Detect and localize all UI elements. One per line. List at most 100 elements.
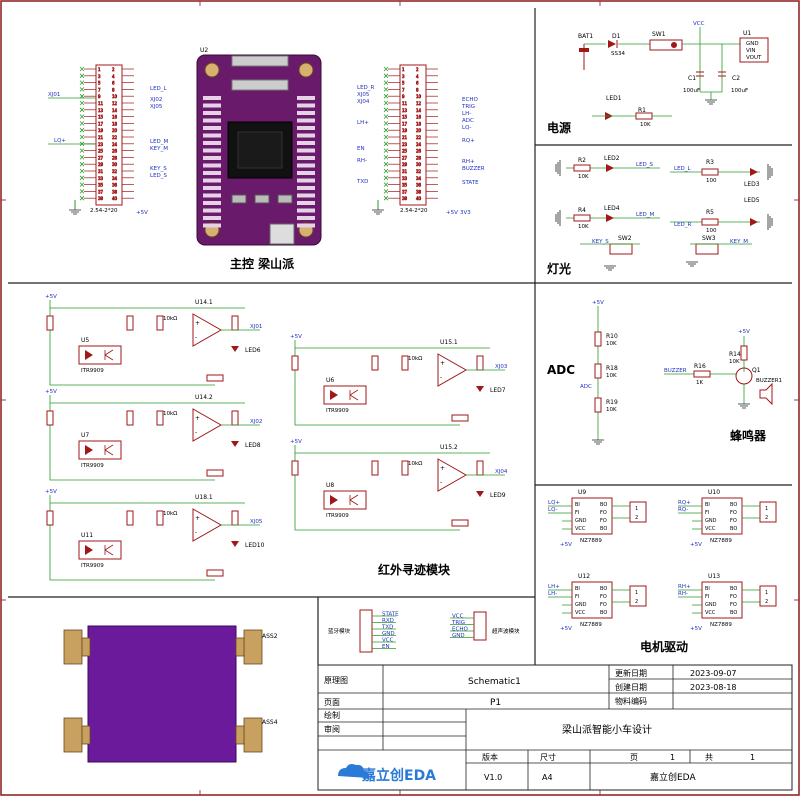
tb-version-label: 版本 bbox=[482, 752, 498, 762]
svg-text:23: 23 bbox=[98, 142, 104, 147]
tb-page-no: 1 bbox=[670, 753, 675, 762]
svg-text:BO: BO bbox=[600, 526, 607, 532]
buzzer-5v: +5V bbox=[738, 329, 750, 335]
svg-text:5: 5 bbox=[402, 81, 405, 86]
tb-page-name: P1 bbox=[490, 698, 501, 708]
svg-text:FO: FO bbox=[600, 602, 607, 608]
net-trig: TRIG bbox=[461, 104, 475, 110]
driver-in-net: LH+ bbox=[548, 584, 560, 590]
driver-ref: U12 bbox=[578, 573, 590, 580]
svg-text:VCC: VCC bbox=[575, 610, 586, 616]
r10-ref: R10 bbox=[606, 333, 618, 340]
svg-text:28: 28 bbox=[416, 155, 422, 160]
adc-5v: +5V bbox=[592, 300, 604, 306]
led2-ref: LED2 bbox=[604, 155, 620, 162]
ir-out-net: XJ05 bbox=[250, 519, 263, 525]
svg-text:-: - bbox=[440, 374, 442, 381]
right-header-part: 2.54-2*20 bbox=[400, 208, 428, 214]
svg-text:+: + bbox=[440, 465, 445, 472]
c1-val: 100uF bbox=[683, 88, 700, 94]
bt-pin-label: VCC bbox=[382, 638, 394, 644]
net-led-l: LED_L bbox=[150, 86, 168, 92]
svg-text:39: 39 bbox=[402, 196, 408, 201]
r10-val: 10K bbox=[606, 341, 617, 347]
amp-ref: U14.1 bbox=[195, 299, 213, 306]
svg-text:32: 32 bbox=[416, 169, 422, 174]
adc-section: +5V R10 10K R18 10K ADC R19 10K ADC bbox=[547, 300, 618, 445]
r18-ref: R18 bbox=[606, 365, 618, 372]
svg-text:+: + bbox=[440, 360, 445, 367]
chassis-section: ASS2 ASS4 bbox=[63, 625, 278, 763]
svg-text:VCC: VCC bbox=[705, 610, 716, 616]
svg-text:1: 1 bbox=[635, 506, 638, 512]
svg-text:19: 19 bbox=[98, 128, 104, 133]
svg-text:10: 10 bbox=[112, 94, 118, 99]
opto-part: ITR9909 bbox=[81, 463, 104, 469]
buzzer-net: BUZZER bbox=[664, 368, 687, 374]
net-xj01: XJ01 bbox=[48, 92, 60, 98]
ir-out-net: XJ04 bbox=[495, 469, 508, 475]
svg-text:18: 18 bbox=[112, 121, 118, 126]
svg-text:4: 4 bbox=[112, 74, 115, 79]
tb-size: A4 bbox=[542, 773, 553, 782]
title-block: 原理图 页面 绘制 审阅 Schematic1 P1 更新日期 2023-09-… bbox=[317, 664, 793, 791]
svg-text:29: 29 bbox=[402, 162, 408, 167]
net-led-r: LED_R bbox=[357, 85, 375, 91]
jlc-logo: 嘉立创EDA bbox=[338, 764, 436, 784]
svg-text:2: 2 bbox=[635, 599, 638, 605]
svg-text:2: 2 bbox=[112, 67, 115, 72]
svg-text:28: 28 bbox=[112, 155, 118, 160]
svg-text:BO: BO bbox=[730, 526, 737, 532]
liangshanpai-board: U2 bbox=[196, 47, 322, 246]
q1-ref: Q1 bbox=[752, 367, 761, 374]
svg-text:VOUT: VOUT bbox=[746, 55, 762, 61]
svg-text:FO: FO bbox=[730, 510, 737, 516]
tb-project-title: 梁山派智能小车设计 bbox=[562, 723, 652, 736]
svg-text:+: + bbox=[195, 415, 200, 422]
svg-text:+: + bbox=[195, 320, 200, 327]
svg-text:FO: FO bbox=[600, 594, 607, 600]
r4-val: 10K bbox=[578, 224, 589, 230]
light-net-key-s: KEY_S bbox=[592, 239, 609, 245]
ir-led-ref: LED7 bbox=[490, 387, 506, 394]
sw2-ref: SW2 bbox=[618, 235, 632, 242]
svg-text:13: 13 bbox=[98, 108, 104, 113]
svg-text:20: 20 bbox=[112, 128, 118, 133]
us-pin-label: VCC bbox=[452, 614, 464, 620]
svg-text:8: 8 bbox=[112, 87, 115, 92]
svg-text:19: 19 bbox=[402, 128, 408, 133]
svg-text:BI: BI bbox=[705, 586, 710, 592]
ir-5v: +5V bbox=[45, 294, 57, 300]
driver-ref: U9 bbox=[578, 489, 586, 496]
power-section: BAT1 D1 SS34 SW1 VCC C1 100uF C2 100uF U… bbox=[547, 21, 769, 135]
svg-text:GND: GND bbox=[705, 518, 717, 524]
left-header-part: 2.54-2*20 bbox=[90, 208, 118, 214]
svg-text:FO: FO bbox=[730, 602, 737, 608]
right-header-5v: +5V bbox=[446, 210, 458, 216]
svg-text:38: 38 bbox=[112, 189, 118, 194]
svg-text:5: 5 bbox=[98, 81, 101, 86]
net-led-s: LED_S bbox=[150, 173, 168, 179]
section-dividers bbox=[8, 8, 792, 665]
svg-text:6: 6 bbox=[112, 81, 115, 86]
amp-ref: U15.1 bbox=[440, 339, 458, 346]
tb-page-label: 页 bbox=[630, 753, 638, 762]
net-en: EN bbox=[357, 146, 365, 152]
svg-text:GND: GND bbox=[705, 602, 717, 608]
svg-text:22: 22 bbox=[112, 135, 118, 140]
led1-ref: LED1 bbox=[606, 95, 622, 102]
svg-text:34: 34 bbox=[416, 176, 422, 181]
driver-in-net: LQ+ bbox=[548, 500, 560, 506]
r2-ref: R2 bbox=[578, 157, 586, 164]
r5-ref: R5 bbox=[706, 209, 714, 216]
svg-text:14: 14 bbox=[112, 108, 118, 113]
driver-in-net: LQ- bbox=[548, 507, 558, 513]
